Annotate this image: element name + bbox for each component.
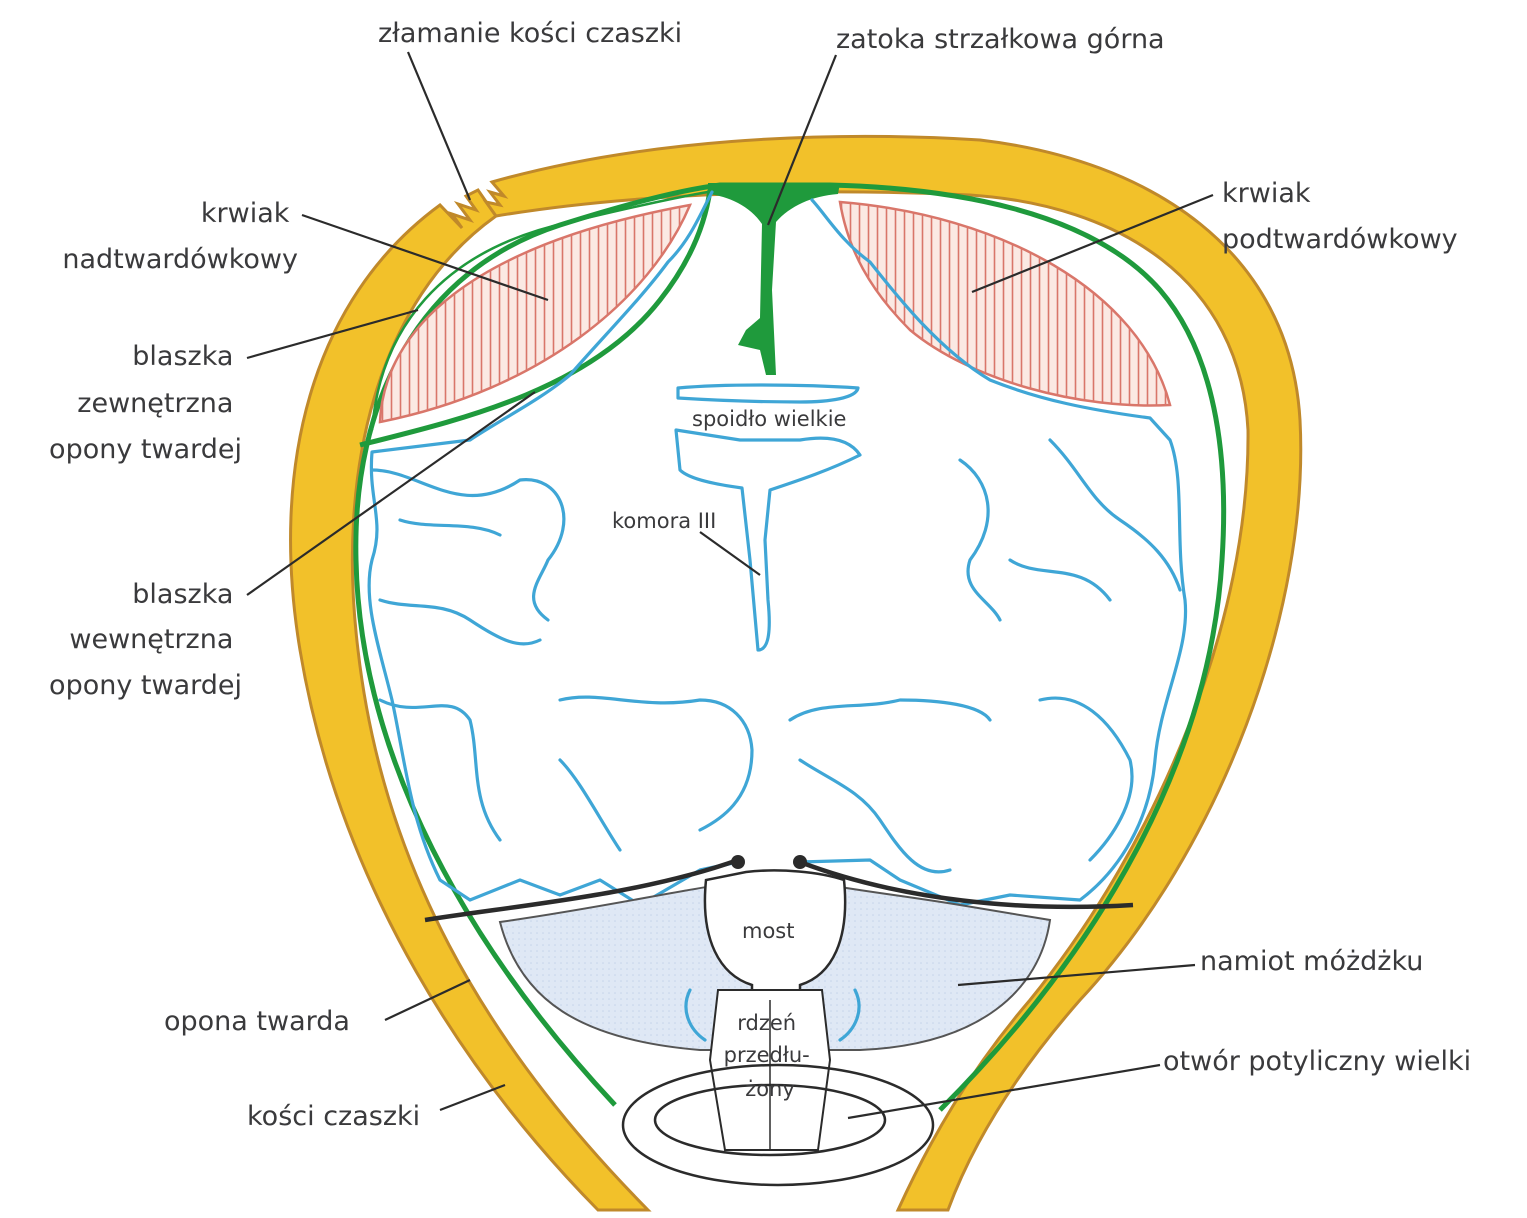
gyri-left-upper bbox=[372, 470, 564, 644]
leader-skull-bones bbox=[440, 1085, 505, 1110]
label-foramen-magnum: otwór potyliczny wielki bbox=[1163, 1046, 1471, 1077]
label-corpus-callosum: spoidło wielkie bbox=[692, 407, 846, 431]
gyri-left-lower bbox=[380, 697, 752, 850]
tentorium-right-edge bbox=[793, 855, 807, 869]
label-tentorium: namiot móżdżku bbox=[1200, 946, 1423, 977]
third-ventricle-outline[interactable] bbox=[676, 430, 860, 650]
label-inner-dura: blaszka wewnętrzna opony twardej bbox=[49, 579, 242, 701]
label-dura-mater: opona twarda bbox=[164, 1006, 350, 1037]
gyri-right-lower bbox=[790, 698, 1132, 872]
label-sagittal-sinus: zatoka strzałkowa górna bbox=[836, 24, 1165, 55]
gyri-right-upper bbox=[960, 440, 1180, 620]
label-epidural-hematoma: krwiak nadtwardówkowy bbox=[62, 198, 298, 275]
leader-skull-fracture bbox=[408, 52, 470, 200]
label-third-ventricle: komora III bbox=[612, 509, 716, 533]
label-skull-fracture: złamanie kości czaszki bbox=[378, 18, 682, 49]
leader-third-ventricle bbox=[700, 532, 760, 575]
corpus-callosum-outline[interactable] bbox=[678, 385, 858, 402]
label-subdural-hematoma: krwiak podtwardówkowy bbox=[1222, 178, 1458, 255]
label-skull-bones: kości czaszki bbox=[247, 1101, 420, 1132]
label-outer-dura: blaszka zewnętrzna opony twardej bbox=[49, 341, 242, 465]
tentorium-left-edge bbox=[731, 855, 745, 869]
label-pons: most bbox=[742, 919, 794, 943]
